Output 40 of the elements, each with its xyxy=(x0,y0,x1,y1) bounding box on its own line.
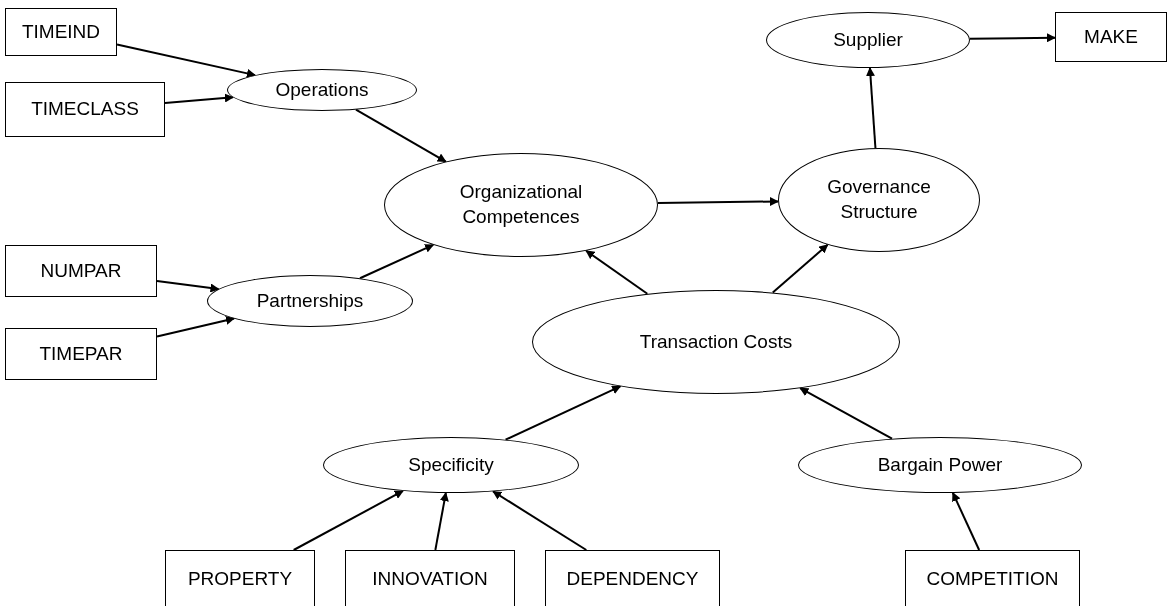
node-label: TIMEPAR xyxy=(39,341,123,366)
arrow xyxy=(116,43,256,78)
arrow xyxy=(504,385,622,441)
arrow xyxy=(292,489,404,551)
node-label: DEPENDENCY xyxy=(566,566,699,591)
node-label: MAKE xyxy=(1084,24,1138,49)
node-label: Specificity xyxy=(408,452,494,477)
variable-box xyxy=(1055,12,1167,62)
node-label: Bargain Power xyxy=(877,452,1003,477)
node-label: Governance Structure xyxy=(826,175,932,224)
node-label: Operations xyxy=(275,77,369,102)
node-label: Partnerships xyxy=(256,288,364,313)
node-label: Transaction Costs xyxy=(639,329,793,354)
variable-box xyxy=(5,82,165,137)
node-label: PROPERTY xyxy=(187,566,293,591)
arrow xyxy=(771,243,829,294)
arrow xyxy=(866,67,877,150)
arrow xyxy=(358,243,435,280)
variable-box xyxy=(5,8,117,56)
node-label: TIMEIND xyxy=(21,19,101,44)
arrow xyxy=(164,93,234,104)
arrow xyxy=(951,491,981,551)
variable-box xyxy=(5,245,157,297)
node-label: COMPETITION xyxy=(926,566,1059,591)
variable-box xyxy=(345,550,515,606)
variable-box xyxy=(165,550,315,606)
arrow xyxy=(156,316,236,338)
arrow xyxy=(968,33,1056,43)
variable-box xyxy=(5,328,157,380)
arrow xyxy=(156,279,220,293)
node-label: Supplier xyxy=(833,27,903,52)
node-label: NUMPAR xyxy=(40,258,122,283)
node-label: Organizational Competences xyxy=(458,180,584,229)
arrow xyxy=(434,492,449,551)
variable-box xyxy=(545,550,720,606)
arrow xyxy=(585,249,649,295)
arrow xyxy=(656,197,780,206)
node-label: TIMECLASS xyxy=(31,97,139,122)
node-label: INNOVATION xyxy=(372,566,488,591)
variable-box xyxy=(905,550,1080,606)
